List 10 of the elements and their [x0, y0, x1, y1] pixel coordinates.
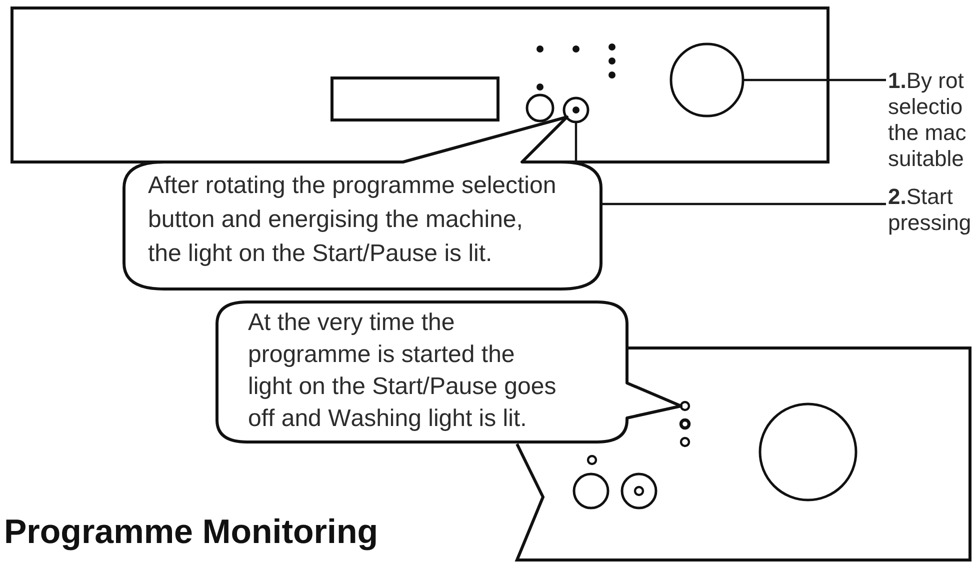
instruction-text: 2.Start pressing [887, 184, 972, 236]
section-heading: Programme Monitoring [4, 512, 378, 553]
callout-text: At the very time the programme is started the light on the Start/Pause goes off and Washing light is lit. [248, 308, 558, 434]
callout-text: After rotating the programme selection button and energising the machine, the light on the Start/Pause is lit. [148, 171, 558, 269]
instruction-text: 1.By rot selectio the mac suitable [887, 68, 968, 172]
speech-bubble [215, 300, 683, 444]
selector-knob [669, 42, 745, 118]
speech-bubble [122, 115, 603, 291]
push-button-icon [562, 96, 590, 124]
leader-line [743, 78, 886, 82]
